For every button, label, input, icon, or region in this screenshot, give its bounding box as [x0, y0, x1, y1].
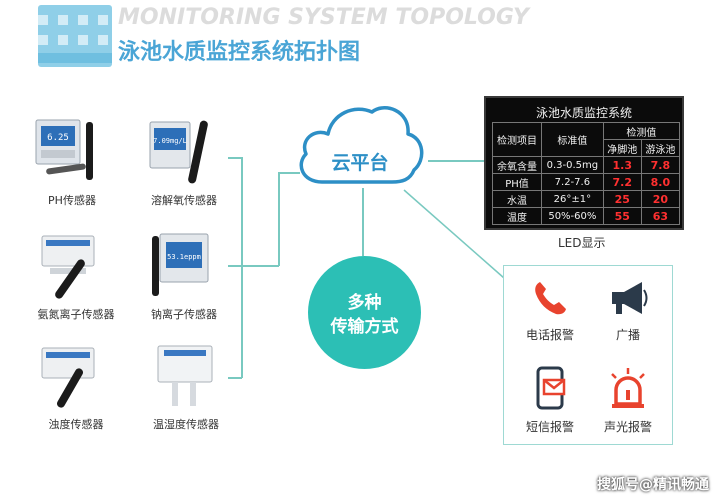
header-logo	[38, 5, 112, 67]
connector-line	[241, 265, 279, 267]
led-cell-swim-pool: 7.8	[640, 156, 681, 174]
led-header-foot-pool: 净脚池	[602, 139, 642, 157]
cloud-platform: 云平台	[292, 100, 428, 188]
led-cell-item: PH值	[491, 173, 543, 191]
connector-line	[362, 188, 364, 256]
led-header-measured: 检测值	[602, 122, 681, 140]
sodium-ion-sensor-icon: 53.1eppm	[144, 232, 224, 302]
sensor-dissolved-oxygen-label: 溶解氧传感器	[151, 194, 217, 207]
sensor-ammonia-label: 氨氮离子传感器	[37, 308, 115, 321]
sensor-sodium-ion-label: 钠离子传感器	[151, 308, 217, 321]
temp-humidity-sensor-icon	[146, 342, 226, 412]
led-cell-item: 温度	[491, 207, 543, 225]
led-table: 检测项目 标准值 检测值 净脚池 游泳池 余氧含量 0.3-0.5mg 1.3 …	[491, 122, 681, 225]
led-cell-foot-pool: 7.2	[602, 173, 642, 191]
led-cell-swim-pool: 8.0	[640, 173, 681, 191]
sensor-dissolved-oxygen: 7.09mg/L 溶解氧传感器	[144, 118, 224, 208]
connector-line	[278, 172, 280, 266]
led-cell-foot-pool: 55	[602, 207, 642, 225]
led-cell-item: 余氧含量	[491, 156, 543, 174]
turbidity-sensor-icon	[36, 342, 116, 412]
led-cell-swim-pool: 20	[640, 190, 681, 208]
alarm-sound-light-label: 声光报警	[603, 420, 652, 434]
connector-line	[278, 172, 300, 174]
sms-icon	[536, 366, 566, 410]
led-display-panel: 泳池水质监控系统 检测项目 标准值 检测值 净脚池 游泳池 余氧含量 0.3-0…	[484, 96, 684, 230]
led-cell-swim-pool: 63	[640, 207, 681, 225]
led-cell-standard: 50%-60%	[541, 207, 604, 225]
connector-line	[241, 157, 243, 378]
sensor-ph-label: PH传感器	[48, 194, 96, 207]
alarm-phone: 电话报警	[510, 278, 590, 343]
sensor-ammonia: 氨氮离子传感器	[36, 232, 116, 322]
led-cell-standard: 7.2-7.6	[541, 173, 604, 191]
alarm-sound-light: 声光报警	[588, 366, 668, 435]
ammonia-sensor-icon	[36, 232, 116, 302]
table-row: 水温 26°±1° 25 20	[491, 190, 681, 208]
sensor-turbidity-label: 浊度传感器	[48, 418, 104, 431]
ph-sensor-screen: 6.25	[47, 133, 69, 143]
watermark: 搜狐号@精讯畅通	[597, 477, 709, 493]
sensor-ph: 6.25 PH传感器	[32, 118, 112, 208]
led-header-row: 检测项目 标准值 检测值	[491, 122, 681, 157]
led-subheader-row: 净脚池 游泳池	[493, 139, 681, 157]
sensor-turbidity: 浊度传感器	[36, 342, 116, 432]
cloud-label: 云平台	[331, 152, 389, 174]
cloud-icon	[299, 106, 424, 184]
alarm-phone-label: 电话报警	[525, 328, 574, 342]
alarm-broadcast-label: 广播	[615, 328, 640, 342]
alarm-sms-label: 短信报警	[525, 420, 574, 434]
sodium-ion-sensor-screen: 53.1eppm	[167, 253, 201, 261]
sensor-temp-humidity-label: 温湿度传感器	[153, 418, 219, 431]
dissolved-oxygen-sensor-screen: 7.09mg/L	[153, 137, 187, 145]
connector-line	[228, 377, 242, 379]
connector-line	[228, 157, 242, 159]
led-header-standard: 标准值	[541, 122, 604, 157]
transport-methods-circle: 多种 传输方式	[308, 256, 421, 369]
alarm-sms: 短信报警	[510, 366, 590, 435]
alarm-methods-box: 电话报警 广播 短信报警 声光报警	[503, 265, 673, 445]
sensor-temp-humidity: 温湿度传感器	[146, 342, 226, 432]
led-header-item: 检测项目	[491, 122, 543, 157]
led-cell-standard: 26°±1°	[541, 190, 604, 208]
connector-line	[403, 189, 505, 279]
led-cell-item: 水温	[491, 190, 543, 208]
dissolved-oxygen-sensor-icon: 7.09mg/L	[144, 118, 224, 188]
transport-line2: 传输方式	[330, 317, 399, 337]
led-cell-foot-pool: 1.3	[602, 156, 642, 174]
table-row: 温度 50%-60% 55 63	[491, 207, 681, 225]
table-row: 余氧含量 0.3-0.5mg 1.3 7.8	[491, 156, 681, 174]
led-title: 泳池水质监控系统	[535, 106, 632, 120]
led-header-swim-pool: 游泳池	[640, 139, 681, 157]
header-title-en: MONITORING SYSTEM TOPOLOGY	[118, 5, 529, 30]
siren-icon	[611, 368, 645, 408]
led-cell-standard: 0.3-0.5mg	[541, 156, 604, 174]
transport-line1: 多种	[347, 293, 382, 313]
phone-icon	[535, 282, 566, 315]
megaphone-icon	[612, 282, 648, 314]
table-row: PH值 7.2-7.6 7.2 8.0	[491, 173, 681, 191]
header-title-cn: 泳池水质监控系统拓扑图	[118, 40, 361, 65]
led-caption: LED显示	[558, 236, 606, 250]
led-cell-foot-pool: 25	[602, 190, 642, 208]
connector-line	[428, 160, 484, 162]
connector-line	[228, 265, 242, 267]
ph-sensor-icon: 6.25	[32, 118, 112, 188]
sensor-sodium-ion: 53.1eppm 钠离子传感器	[144, 232, 224, 322]
alarm-broadcast: 广播	[588, 278, 668, 343]
